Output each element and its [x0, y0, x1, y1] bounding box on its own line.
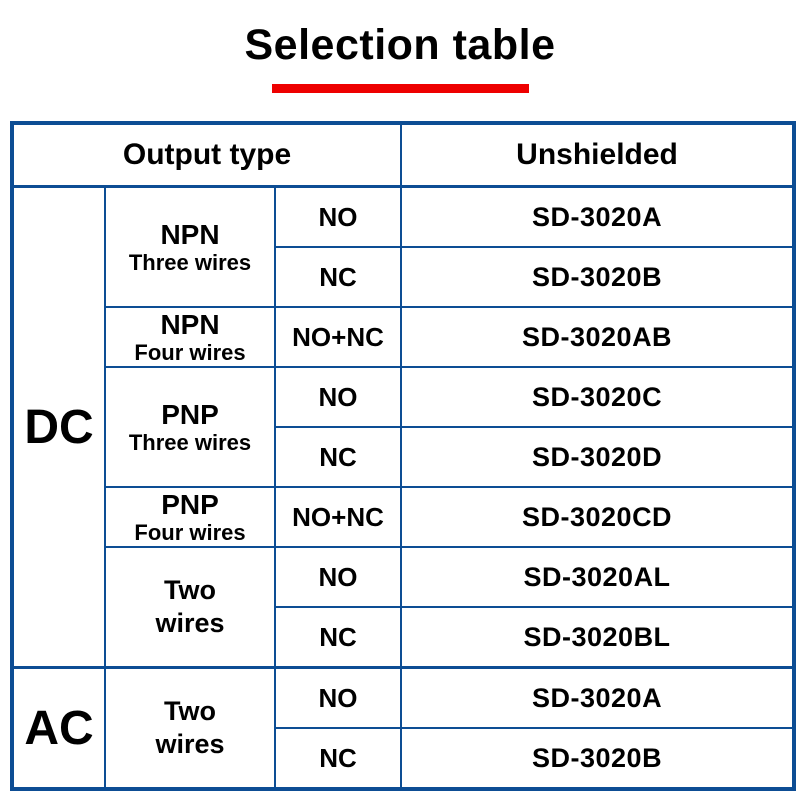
wiring-type-label: NPN: [160, 218, 220, 250]
table-row: DC NPN Three wires NO SD-3020A: [11, 185, 796, 669]
table-row: PNP Four wires NO+NC SD-3020CD: [12, 486, 796, 549]
table-row: NC SD-3020D: [12, 426, 796, 489]
wiring-sub-label: wires: [155, 608, 225, 639]
wiring-type-label: Two: [164, 574, 216, 605]
model-cell: SD-3020B: [400, 246, 796, 309]
contact-cell: NO+NC: [273, 486, 403, 549]
model-cell: SD-3020AB: [400, 306, 796, 369]
contact-cell: NC: [273, 727, 403, 791]
model-cell: SD-3020A: [400, 666, 796, 730]
table-row: AC Two wires NO SD-3020A: [11, 666, 796, 791]
wiring-cell-npn-three: NPN Three wires: [104, 185, 276, 309]
table-row: NC SD-3020BL: [12, 606, 796, 669]
selection-table: Output type Unshielded DC NPN Three wire…: [10, 121, 797, 792]
wiring-cell-ac-two-wires: Two wires: [104, 666, 276, 791]
model-cell: SD-3020BL: [400, 606, 796, 669]
contact-cell: NO: [273, 185, 403, 249]
contact-cell: NO: [273, 366, 403, 429]
contact-cell: NC: [273, 246, 403, 309]
wiring-type-label: PNP: [161, 398, 219, 430]
wiring-cell-npn-four: NPN Four wires: [104, 306, 276, 369]
power-cell-dc: DC: [11, 185, 106, 669]
table-row: NC SD-3020B: [12, 727, 796, 791]
contact-cell: NO: [273, 666, 403, 730]
wiring-type-label: NPN: [160, 308, 220, 340]
wiring-cell-pnp-four: PNP Four wires: [104, 486, 276, 549]
model-cell: SD-3020CD: [400, 486, 796, 549]
model-cell: SD-3020D: [400, 426, 796, 489]
wiring-type-label: Two: [164, 695, 216, 726]
table-row: NC SD-3020B: [12, 246, 796, 309]
model-cell: SD-3020AL: [400, 546, 796, 609]
contact-cell: NC: [273, 606, 403, 669]
contact-cell: NO+NC: [273, 306, 403, 369]
page-title: Selection table: [244, 21, 556, 69]
contact-cell: NO: [273, 546, 403, 609]
table-header-row: Output type Unshielded: [10, 122, 796, 189]
header-unshielded: Unshielded: [400, 122, 796, 189]
header-output-type: Output type: [10, 122, 403, 189]
table-row: NPN Four wires NO+NC SD-3020AB: [12, 306, 796, 369]
wiring-cell-pnp-three: PNP Three wires: [104, 366, 276, 489]
wiring-sub-label: Four wires: [134, 339, 246, 365]
wiring-sub-label: Four wires: [134, 519, 246, 545]
power-cell-ac: AC: [11, 666, 106, 791]
model-cell: SD-3020C: [400, 366, 796, 429]
title-block: Selection table: [0, 0, 800, 94]
wiring-sub-label: wires: [155, 729, 225, 760]
table-row: Two wires NO SD-3020AL: [12, 546, 796, 669]
wiring-sub-label: Three wires: [128, 429, 252, 455]
wiring-sub-label: Three wires: [128, 249, 252, 275]
contact-cell: NC: [273, 426, 403, 489]
wiring-type-label: PNP: [161, 488, 219, 520]
table-row: PNP Three wires NO SD-3020C: [12, 366, 796, 489]
model-cell: SD-3020B: [400, 727, 796, 791]
wiring-cell-dc-two-wires: Two wires: [104, 546, 276, 669]
model-cell: SD-3020A: [400, 185, 796, 249]
title-underline: [271, 84, 529, 94]
